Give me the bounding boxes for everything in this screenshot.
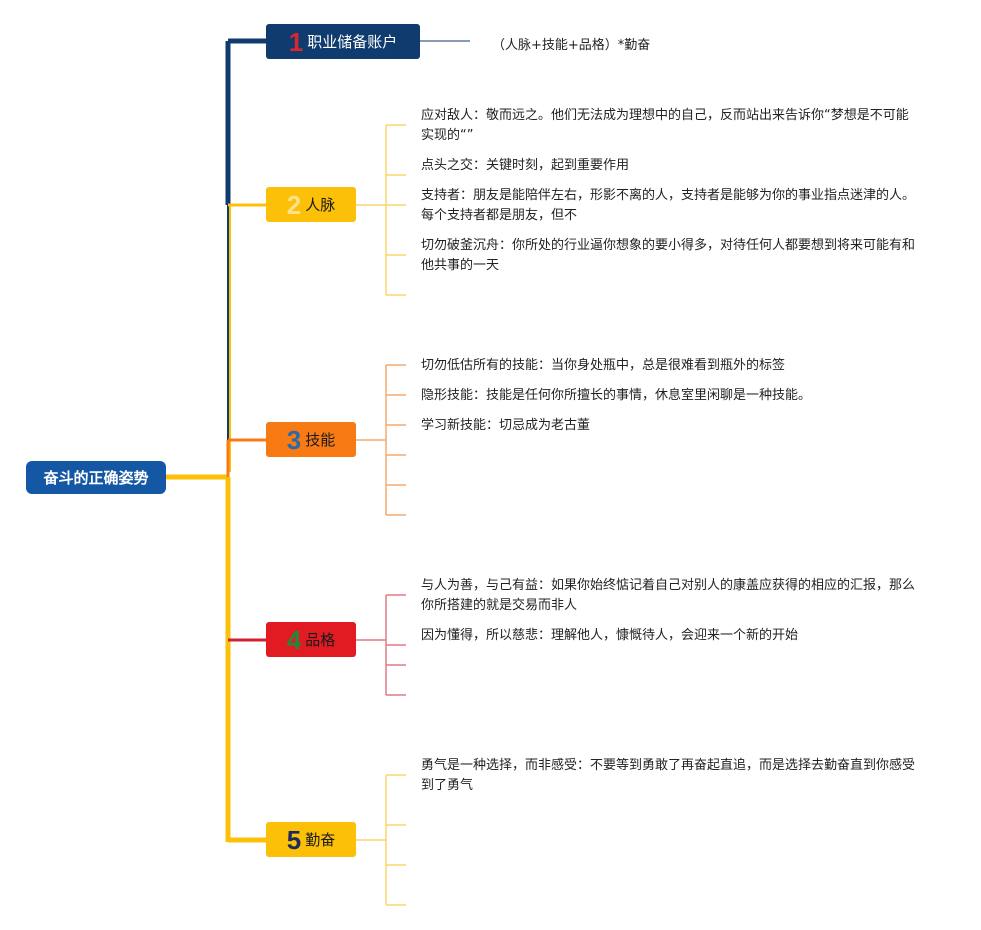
branch-number: 3 <box>286 424 302 455</box>
leaf-text[interactable]: 切勿破釜沉舟：你所处的行业逼你想象的要小得多，对待任何人都要想到将来可能有和他共… <box>421 238 916 273</box>
root-label: 奋斗的正确姿势 <box>43 469 149 487</box>
branch-number: 2 <box>286 189 302 220</box>
formula-note: （人脉+技能+品格）*勤奋 <box>492 38 651 53</box>
branch-node-skills[interactable]: 3 技能 <box>266 422 356 457</box>
branch-label: 勤奋 <box>305 831 336 849</box>
leaf-text[interactable]: 支持者：朋友是能陪伴左右，形影不离的人，支持者是能够为你的事业指点迷津的人。每个… <box>421 188 916 223</box>
branch-label: 职业储备账户 <box>307 33 398 51</box>
branch-node-network[interactable]: 2 人脉 <box>266 187 356 222</box>
branch-number: 5 <box>286 824 302 855</box>
leaf-text[interactable]: 点头之交：关键时刻，起到重要作用 <box>421 158 630 173</box>
leaf-text[interactable]: 隐形技能：技能是任何你所擅长的事情，休息室里闲聊是一种技能。 <box>421 388 812 403</box>
leaf-text[interactable]: 切勿低估所有的技能：当你身处瓶中，总是很难看到瓶外的标签 <box>421 358 786 373</box>
branch-number: 4 <box>286 624 302 655</box>
leaf-text[interactable]: 学习新技能：切忌成为老古董 <box>421 418 591 433</box>
leaf-text[interactable]: 与人为善，与己有益：如果你始终惦记着自己对别人的康盖应获得的相应的汇报，那么你所… <box>421 578 916 613</box>
leaf-text[interactable]: 应对敌人：敬而远之。他们无法成为理想中的自己，反而站出来告诉你“梦想是不可能实现… <box>421 108 909 143</box>
branch-label: 品格 <box>305 631 336 649</box>
leaf-text[interactable]: 勇气是一种选择，而非感受：不要等到勇敢了再奋起直追，而是选择去勤奋直到你感受到了… <box>421 758 916 793</box>
branch-number: 1 <box>288 26 304 57</box>
branch-label: 人脉 <box>305 196 336 214</box>
leaf-text[interactable]: 因为懂得，所以慈悲：理解他人，慷慨待人，会迎来一个新的开始 <box>421 628 799 643</box>
branch-node-diligence[interactable]: 5 勤奋 <box>266 822 356 857</box>
branch-node-character[interactable]: 4 品格 <box>266 622 356 657</box>
branch-label: 技能 <box>305 431 336 449</box>
branch-node-account[interactable]: 1 职业储备账户 <box>266 24 420 59</box>
root-node[interactable]: 奋斗的正确姿势 <box>26 461 166 494</box>
